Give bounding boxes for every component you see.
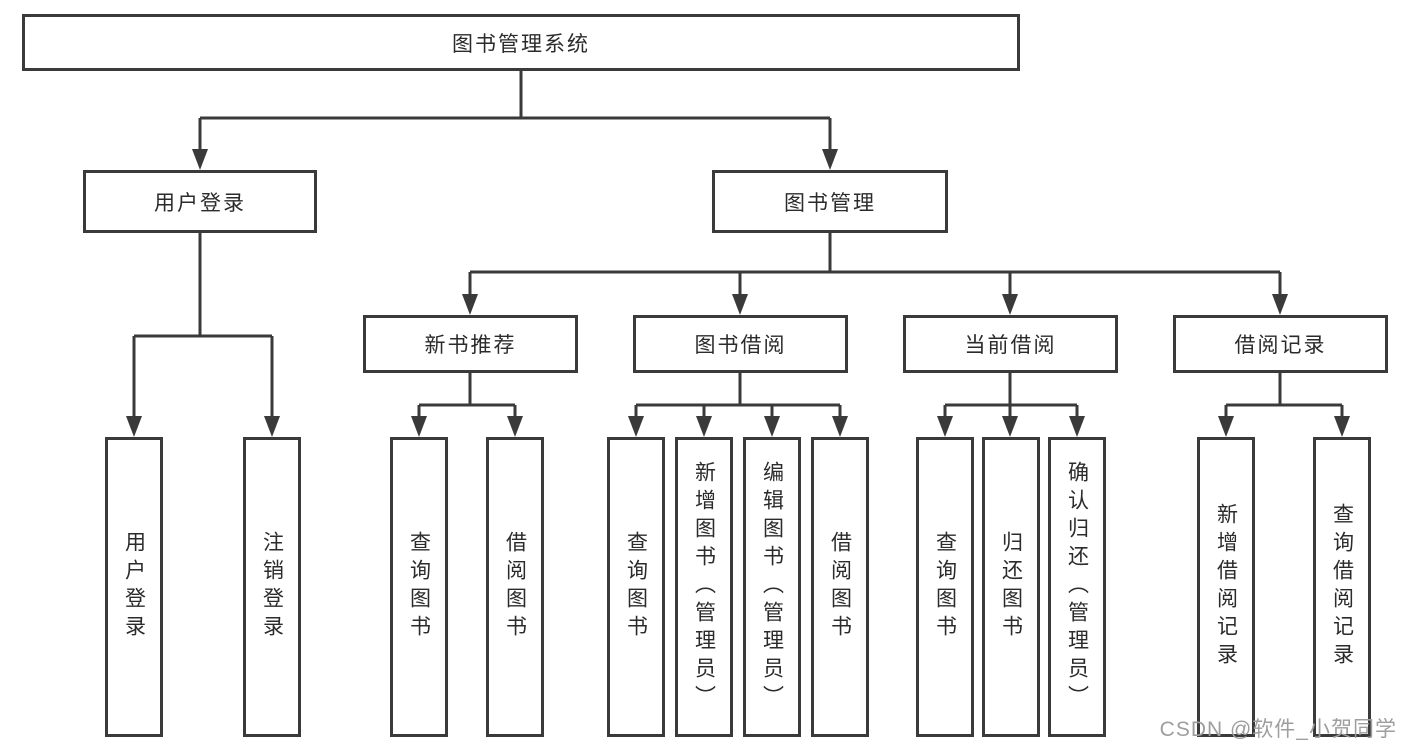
node-borrow-books-recommend: 借阅图书: [486, 437, 544, 737]
connector-current-to-children: [937, 373, 1085, 437]
node-new-book-recommend: 新书推荐: [363, 315, 578, 373]
node-label: 查询图书: [407, 531, 431, 643]
connector-mgmt-to-level2: [462, 233, 1288, 315]
node-label: 借阅图书: [828, 531, 852, 643]
node-return-books: 归还图书: [982, 437, 1040, 737]
node-label: 查询图书: [624, 531, 648, 643]
node-current-borrowing: 当前借阅: [903, 315, 1118, 373]
node-label: 新书推荐: [424, 334, 517, 357]
node-label: 借阅记录: [1234, 334, 1327, 357]
node-label: 图书借阅: [694, 334, 787, 357]
node-label: 当前借阅: [964, 334, 1057, 357]
csdn-watermark: CSDN @软件_小贺同学: [1159, 718, 1397, 741]
node-root-library-system: 图书管理系统: [22, 14, 1020, 71]
node-label: 图书管理: [784, 191, 876, 215]
node-book-management: 图书管理: [712, 170, 948, 233]
node-label: 新增图书（管理员）: [692, 461, 716, 713]
node-borrowing-records: 借阅记录: [1173, 315, 1388, 373]
connector-records-to-children: [1218, 373, 1350, 437]
connector-borrow-to-children: [628, 373, 848, 437]
node-borrow-books-leaf: 借阅图书: [811, 437, 869, 737]
node-user-login-leaf: 用户登录: [105, 437, 163, 737]
node-query-borrow-record: 查询借阅记录: [1313, 437, 1371, 737]
connector-login-to-children: [126, 233, 280, 437]
node-label: 用户登录: [154, 191, 246, 215]
node-logout-leaf: 注销登录: [243, 437, 301, 737]
node-label: 归还图书: [999, 531, 1023, 643]
node-book-borrowing: 图书借阅: [633, 315, 848, 373]
node-label: 用户登录: [122, 531, 146, 643]
node-label: 注销登录: [260, 531, 284, 643]
node-add-borrow-record: 新增借阅记录: [1197, 437, 1255, 737]
node-label: 确认归还（管理员）: [1065, 461, 1089, 713]
node-label: 编辑图书（管理员）: [760, 461, 784, 713]
node-edit-books-admin: 编辑图书（管理员）: [743, 437, 801, 737]
node-label: 图书管理系统: [452, 32, 590, 56]
node-label: 新增借阅记录: [1214, 503, 1238, 671]
connector-root-to-level1: [192, 71, 838, 170]
node-label: 借阅图书: [503, 531, 527, 643]
node-label: 查询图书: [933, 531, 957, 643]
node-query-books-borrow: 查询图书: [607, 437, 665, 737]
connector-recommend-to-children: [411, 373, 523, 437]
node-user-login: 用户登录: [83, 170, 317, 233]
node-add-books-admin: 新增图书（管理员）: [675, 437, 733, 737]
node-label: 查询借阅记录: [1330, 503, 1354, 671]
node-confirm-return-admin: 确认归还（管理员）: [1048, 437, 1106, 737]
node-query-books-current: 查询图书: [916, 437, 974, 737]
node-query-books-recommend: 查询图书: [390, 437, 448, 737]
